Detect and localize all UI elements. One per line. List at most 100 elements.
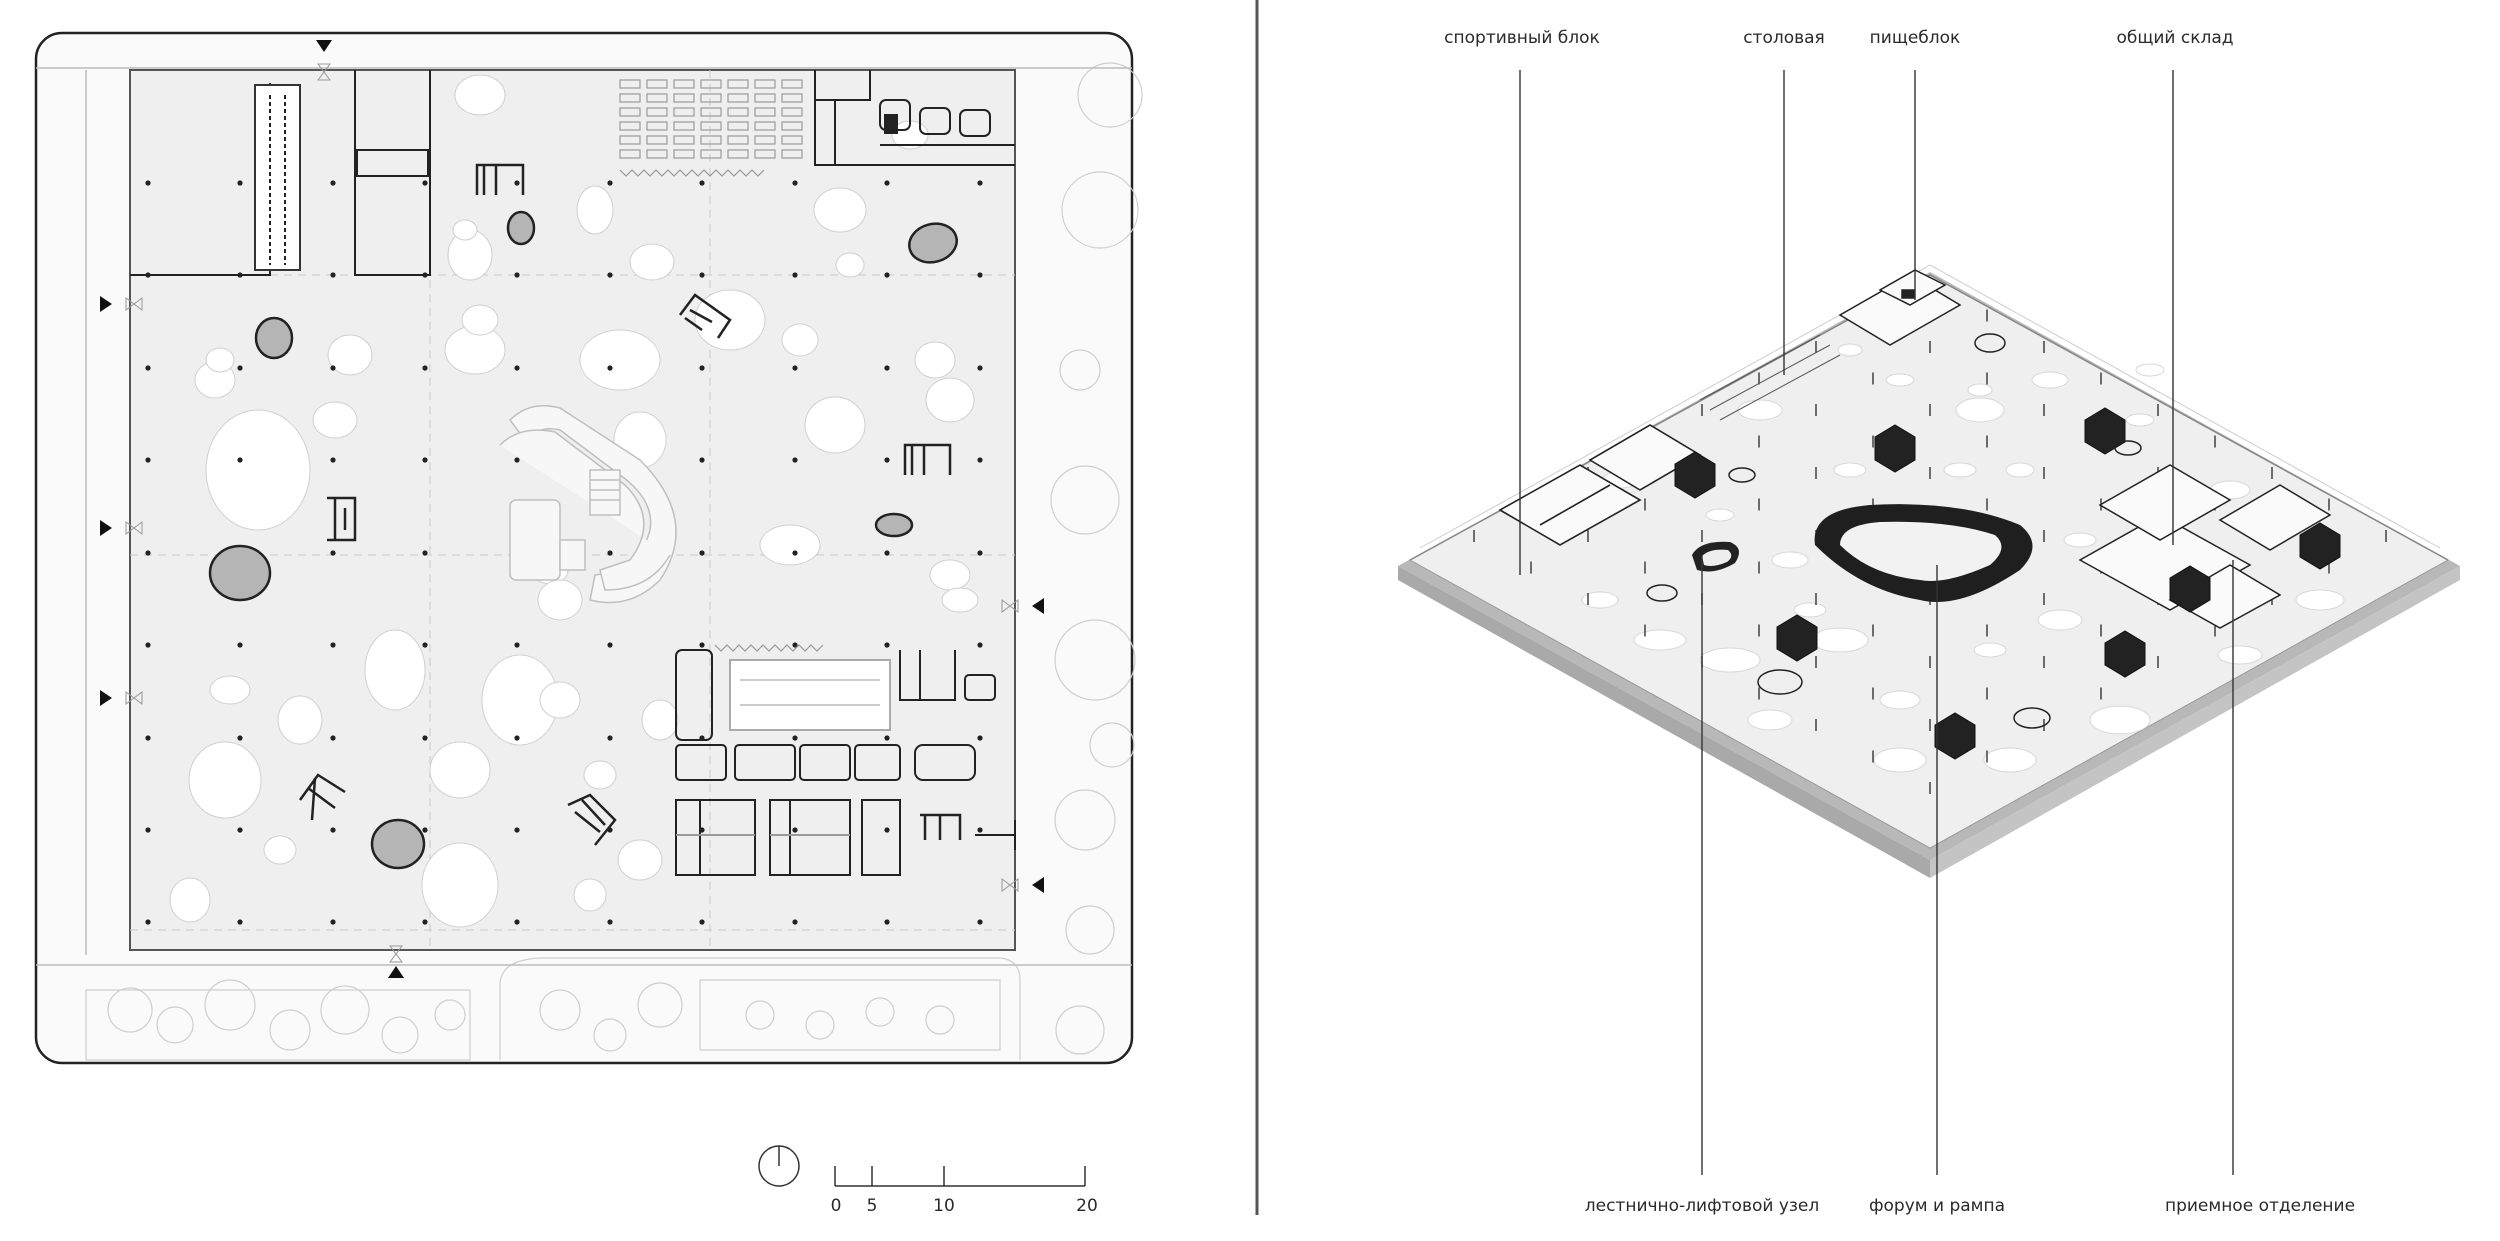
canteen-table (781, 135, 803, 145)
scale-bar (834, 1166, 1086, 1187)
canteen-table (727, 149, 749, 159)
axo-canteen (1699, 334, 1841, 421)
column-dot (422, 642, 428, 648)
axo-void (1873, 747, 1927, 773)
void-ellipse (576, 185, 614, 235)
canteen-table (754, 107, 776, 117)
landscape-bottom (85, 957, 1105, 1061)
void-ellipse (263, 835, 297, 865)
column-dot (699, 457, 705, 463)
column-dot (330, 550, 336, 556)
column-dot (422, 365, 428, 371)
canteen-table (700, 121, 722, 131)
axo-void (2217, 645, 2263, 665)
axo-void (1811, 627, 1869, 653)
column-dot (145, 180, 151, 186)
axo-void (1747, 709, 1793, 731)
canteen-table (646, 135, 668, 145)
canteen-table (754, 149, 776, 159)
column-dot (330, 735, 336, 741)
canteen-table (673, 135, 695, 145)
column-dot (330, 827, 336, 833)
canteen-table (619, 149, 641, 159)
scale-tick-0: 0 (830, 1196, 842, 1216)
axo-void (1837, 343, 1863, 357)
canteen-table (727, 135, 749, 145)
void-ellipse (454, 74, 506, 116)
axo-void (1699, 647, 1761, 673)
canteen-table (781, 121, 803, 131)
canteen-tables (619, 79, 803, 159)
scale-tick-10: 10 (933, 1196, 955, 1216)
axo-void (1633, 629, 1687, 651)
column-dot (607, 365, 613, 371)
void-ellipse (169, 877, 211, 923)
void-ellipse (364, 629, 426, 711)
column-dot (514, 827, 520, 833)
canteen-table (727, 107, 749, 117)
void-ellipse (617, 839, 663, 881)
axo-void (1793, 602, 1827, 618)
entrance-arrows (100, 40, 1044, 978)
axo-void (1885, 373, 1915, 387)
column-dot (884, 365, 890, 371)
column-dot (237, 735, 243, 741)
canteen-table (619, 121, 641, 131)
leader-lines (1519, 70, 2234, 1175)
axo-void (1581, 591, 1619, 609)
canteen-table (727, 121, 749, 131)
canteen-table (646, 121, 668, 131)
axo-void (1967, 383, 1993, 397)
column-dot (607, 272, 613, 278)
axo-cores (1674, 407, 2341, 760)
column-dot (977, 827, 983, 833)
canteen-table (700, 79, 722, 89)
core-rooms (298, 163, 962, 846)
canteen-table (673, 93, 695, 103)
column-dot (145, 365, 151, 371)
column-dot (884, 642, 890, 648)
canteen-table (619, 107, 641, 117)
axo-void (1737, 399, 1783, 421)
column-dot (884, 457, 890, 463)
column-dot (699, 272, 705, 278)
column-dot (792, 827, 798, 833)
label-sports-block: спортивный блок (1444, 28, 1600, 48)
reception-block (675, 649, 1016, 876)
column-dot (422, 827, 428, 833)
column-dot (422, 180, 428, 186)
column-dot (792, 272, 798, 278)
void-ellipse (759, 524, 821, 566)
column-dot (884, 735, 890, 741)
column-dot (977, 272, 983, 278)
column-dot (330, 457, 336, 463)
column-dot (884, 180, 890, 186)
column-dot (977, 642, 983, 648)
canteen-table (646, 93, 668, 103)
column-dot (237, 642, 243, 648)
canteen-table (619, 79, 641, 89)
column-dot (237, 180, 243, 186)
canteen-table (781, 107, 803, 117)
axo-void (2295, 589, 2345, 611)
column-dot (145, 919, 151, 925)
column-dot (145, 827, 151, 833)
column-dot (237, 827, 243, 833)
void-ellipse (929, 559, 971, 591)
column-dot (884, 827, 890, 833)
void-ellipse (629, 243, 675, 281)
void-ellipse (277, 695, 323, 745)
column-dot (422, 550, 428, 556)
void-ellipse (539, 681, 581, 719)
canteen-table (673, 121, 695, 131)
sports-block (130, 70, 431, 276)
column-dot (977, 550, 983, 556)
void-ellipse (327, 334, 373, 376)
canteen-table (781, 93, 803, 103)
canteen-table (700, 149, 722, 159)
void-ellipse (205, 347, 235, 373)
column-dot (514, 642, 520, 648)
canteen-table (619, 135, 641, 145)
column-dot (977, 735, 983, 741)
landscape-right (1050, 62, 1143, 955)
